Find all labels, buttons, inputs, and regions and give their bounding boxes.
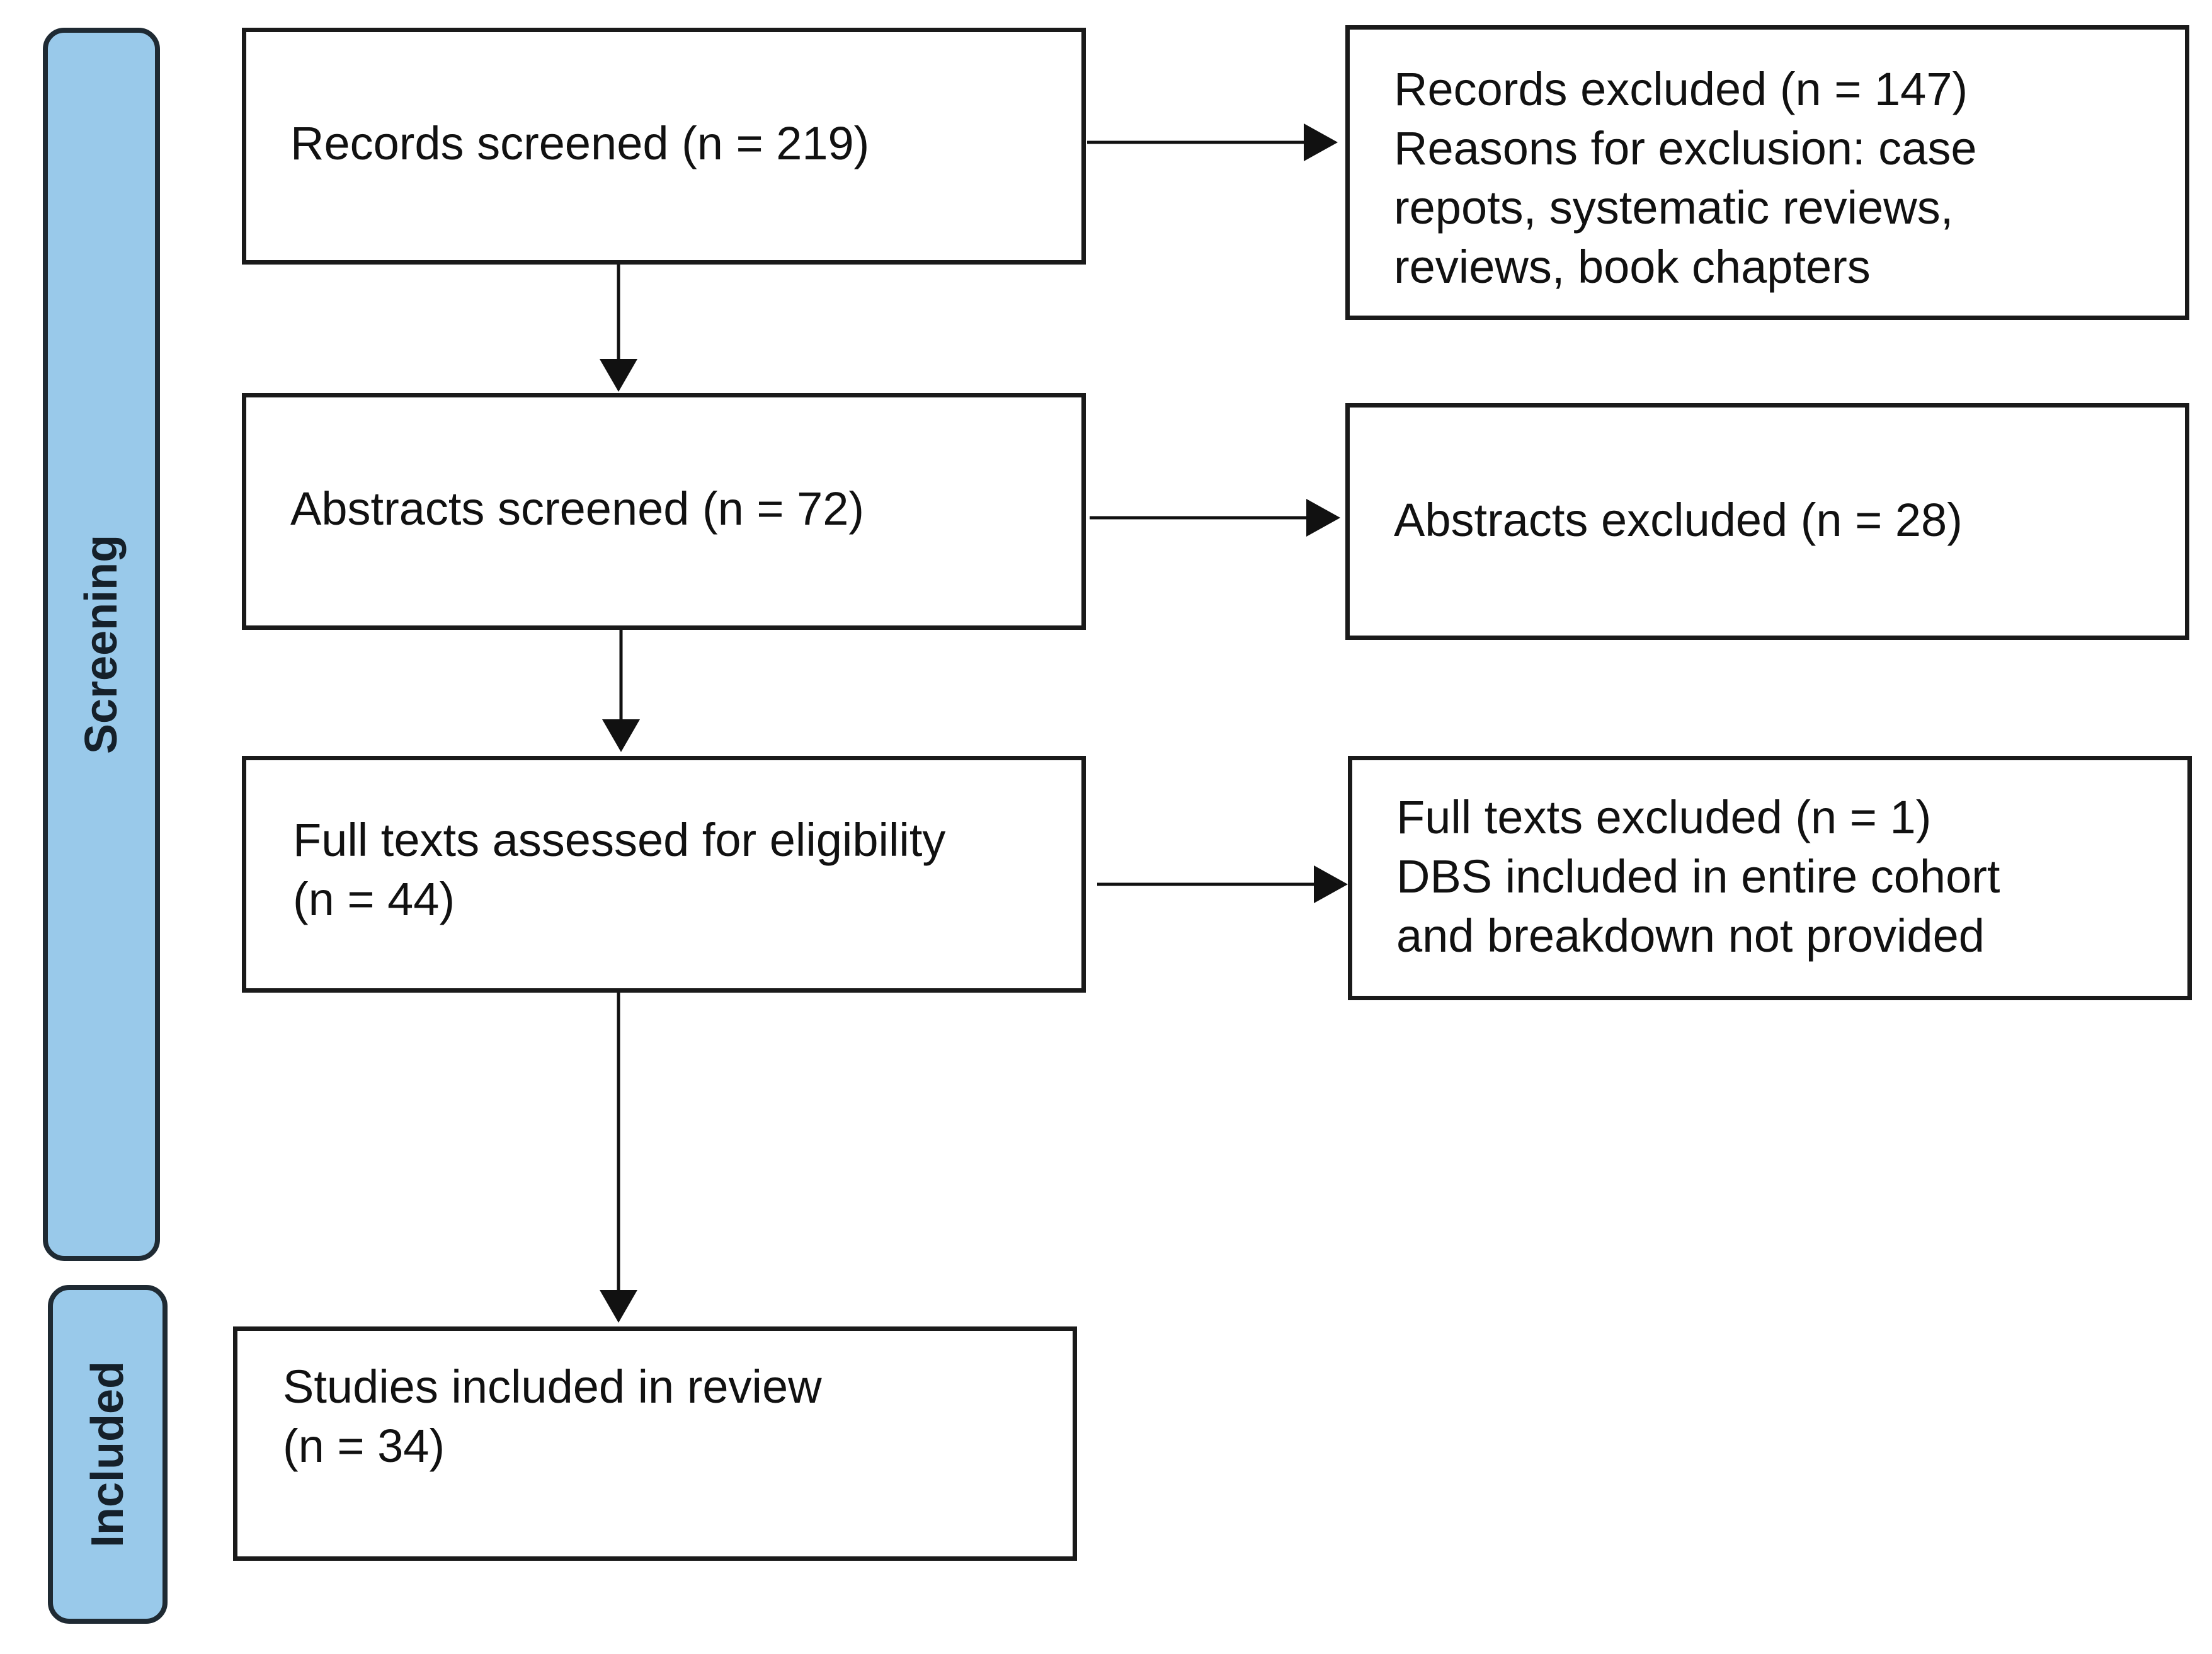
records-screened-line-1: Records screened (n = 219) [290,117,870,169]
studies-included-line-1: Studies included in review [283,1360,822,1413]
studies-included-text: Studies included in review (n = 34) [283,1357,822,1476]
records-excluded-line-3: repots, systematic reviews, [1394,181,1954,234]
arrow-records-to-abstracts [600,265,637,392]
phase-included-label: Included [83,1360,133,1548]
full-texts-excluded-line-2: DBS included in entire cohort [1396,850,2000,903]
box-abstracts-excluded: Abstracts excluded (n = 28) [1345,403,2189,640]
records-screened-text: Records screened (n = 219) [290,114,869,173]
box-full-texts-assessed: Full texts assessed for eligibility (n =… [242,756,1086,993]
arrow-records-to-excluded [1087,123,1338,161]
records-excluded-line-2: Reasons for exclusion: case [1394,122,1977,174]
abstracts-screened-text: Abstracts screened (n = 72) [290,479,864,539]
abstracts-screened-line-1: Abstracts screened (n = 72) [290,482,865,535]
arrow-fulltexts-to-excluded [1097,865,1348,903]
phase-screening: Screening [43,28,160,1261]
box-records-screened: Records screened (n = 219) [242,28,1086,265]
full-texts-excluded-text: Full texts excluded (n = 1) DBS included… [1396,788,2000,966]
records-excluded-text: Records excluded (n = 147) Reasons for e… [1394,60,1976,297]
arrow-abstracts-to-fulltexts [602,630,640,752]
full-texts-assessed-line-2: (n = 44) [293,873,455,925]
full-texts-excluded-line-1: Full texts excluded (n = 1) [1396,791,1932,843]
arrow-fulltexts-to-included [600,993,637,1323]
abstracts-excluded-line-1: Abstracts excluded (n = 28) [1394,494,1963,546]
full-texts-excluded-line-3: and breakdown not provided [1396,910,1985,962]
studies-included-line-2: (n = 34) [283,1420,445,1472]
records-excluded-line-1: Records excluded (n = 147) [1394,63,1968,115]
box-abstracts-screened: Abstracts screened (n = 72) [242,393,1086,630]
abstracts-excluded-text: Abstracts excluded (n = 28) [1394,491,1963,550]
phase-included: Included [48,1285,168,1624]
records-excluded-line-4: reviews, book chapters [1394,241,1871,293]
box-studies-included: Studies included in review (n = 34) [233,1326,1077,1561]
phase-screening-label: Screening [76,534,127,755]
full-texts-assessed-line-1: Full texts assessed for eligibility [293,814,946,866]
box-records-excluded: Records excluded (n = 147) Reasons for e… [1345,25,2189,320]
box-full-texts-excluded: Full texts excluded (n = 1) DBS included… [1348,756,2192,1000]
full-texts-assessed-text: Full texts assessed for eligibility (n =… [293,811,945,929]
arrow-abstracts-to-excluded [1090,499,1340,537]
